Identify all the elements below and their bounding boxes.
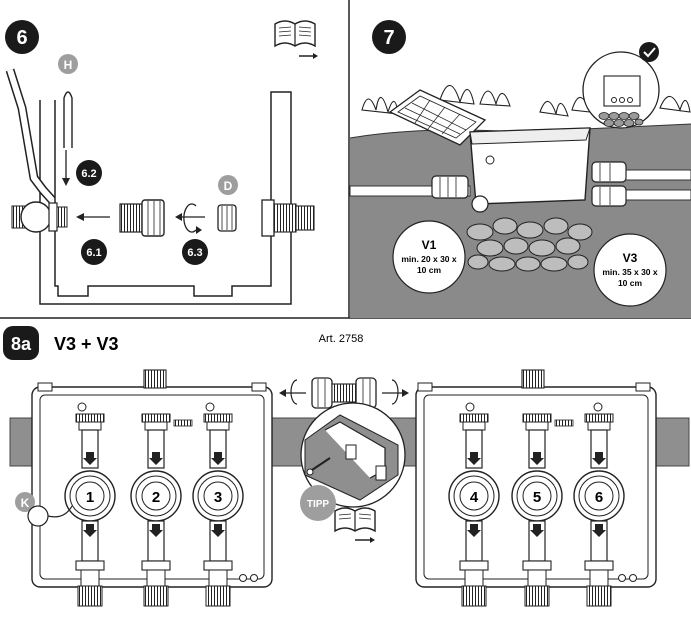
- arrow-down-icon: [149, 452, 163, 465]
- step-badge-6: [5, 20, 39, 54]
- beam-left: [9, 417, 35, 467]
- valve-number: 5: [533, 489, 541, 506]
- step-8a-label: 8a: [11, 334, 32, 354]
- panel-6: 6 H 6.2: [5, 20, 318, 305]
- valve-column-right-2: 5: [511, 413, 563, 607]
- part-d-label: D: [224, 179, 233, 193]
- v1-title: V1: [422, 238, 437, 252]
- valve-connector: [11, 201, 68, 233]
- v3-size-line1: min. 35 x 30 x: [602, 267, 658, 277]
- book-icon: [334, 507, 376, 543]
- solar-panel: [388, 89, 487, 146]
- arrow-down-icon: [62, 178, 70, 186]
- v3-size-line2: 10 cm: [618, 278, 643, 288]
- coupling-left: [431, 175, 469, 199]
- step-badge-7: [372, 20, 406, 54]
- valve-column-group-left: 1 2 3: [64, 413, 244, 607]
- pipe-right-upper: [619, 169, 691, 181]
- beam-right: [654, 417, 690, 467]
- step-badge-8a: [3, 326, 39, 360]
- step-6-1-label: 6.1: [86, 247, 101, 259]
- valve-number: 1: [86, 489, 94, 506]
- wall-fitting-right: [261, 199, 315, 237]
- valve-column-left-3: 3: [192, 413, 244, 607]
- gravel-bed: [466, 217, 593, 272]
- valve-number: 4: [470, 489, 479, 506]
- panel-8a: 8a V3 + V3 Art. 2758: [3, 326, 690, 607]
- rotate-icon: [279, 379, 409, 405]
- valve-column-right-1: 4: [448, 413, 500, 607]
- rotate-icon: [175, 203, 205, 234]
- arrow-down-icon: [211, 524, 225, 537]
- part-badge-d: [218, 175, 238, 195]
- valve-number: 2: [152, 489, 160, 506]
- tip-label: TIPP: [307, 499, 330, 510]
- arrow-down-icon: [592, 524, 606, 537]
- v1-size-line2: 10 cm: [417, 265, 442, 275]
- arrow-down-icon: [530, 524, 544, 537]
- part-k-label: K: [21, 496, 30, 510]
- housing-outline: [39, 91, 292, 305]
- valve-column-left-1: 1: [64, 413, 116, 607]
- screwdriver-icon: [306, 457, 331, 476]
- arrow-down-icon: [530, 452, 544, 465]
- v1-size-line1: min. 20 x 30 x: [401, 254, 457, 264]
- arrow-down-icon: [149, 524, 163, 537]
- arrow-down-icon: [83, 452, 97, 465]
- arrow-down-icon: [211, 452, 225, 465]
- clip-detail: [300, 402, 406, 508]
- part-k-indicator: [27, 505, 49, 527]
- valve-column-left-2: 2: [130, 413, 182, 607]
- step-7-label: 7: [383, 27, 394, 49]
- arrow-down-icon: [83, 524, 97, 537]
- part-badge-h: [58, 54, 78, 74]
- valve-box: [469, 127, 591, 213]
- check-icon: [639, 42, 659, 62]
- step-badge-6-2: [76, 160, 102, 186]
- v3-title: V3: [623, 251, 638, 265]
- panel-8a-title: V3 + V3: [54, 334, 119, 354]
- arrow-down-icon: [467, 452, 481, 465]
- step-6-3-label: 6.3: [187, 247, 202, 259]
- coupling-art-2758: [311, 377, 377, 409]
- coupling-right: [591, 161, 627, 207]
- thread-adapter: [119, 199, 165, 237]
- step-6-label: 6: [16, 27, 27, 49]
- valve-number: 3: [214, 489, 222, 506]
- arrow-down-icon: [592, 452, 606, 465]
- panel-7: 7: [349, 20, 691, 318]
- plants: [361, 84, 691, 117]
- v1-callout: [392, 220, 466, 294]
- part-badge-k: [15, 492, 35, 512]
- v3-callout: [593, 233, 667, 307]
- pipe-right-lower: [619, 189, 691, 201]
- arrow-down-icon: [467, 524, 481, 537]
- valve-number: 6: [595, 489, 603, 506]
- step-badge-6-3: [182, 239, 208, 265]
- valve-column-group-right: 4 5 6: [448, 413, 625, 607]
- gravel-detail: [582, 42, 660, 129]
- article-number: Art. 2758: [319, 333, 364, 345]
- step-6-2-label: 6.2: [81, 168, 96, 180]
- step-badge-6-1: [81, 239, 107, 265]
- valve-column-right-3: 6: [573, 413, 625, 607]
- tip-badge: [300, 485, 336, 521]
- book-icon: [274, 20, 318, 59]
- part-h-label: H: [64, 58, 73, 72]
- clip-tool-h: [63, 91, 73, 148]
